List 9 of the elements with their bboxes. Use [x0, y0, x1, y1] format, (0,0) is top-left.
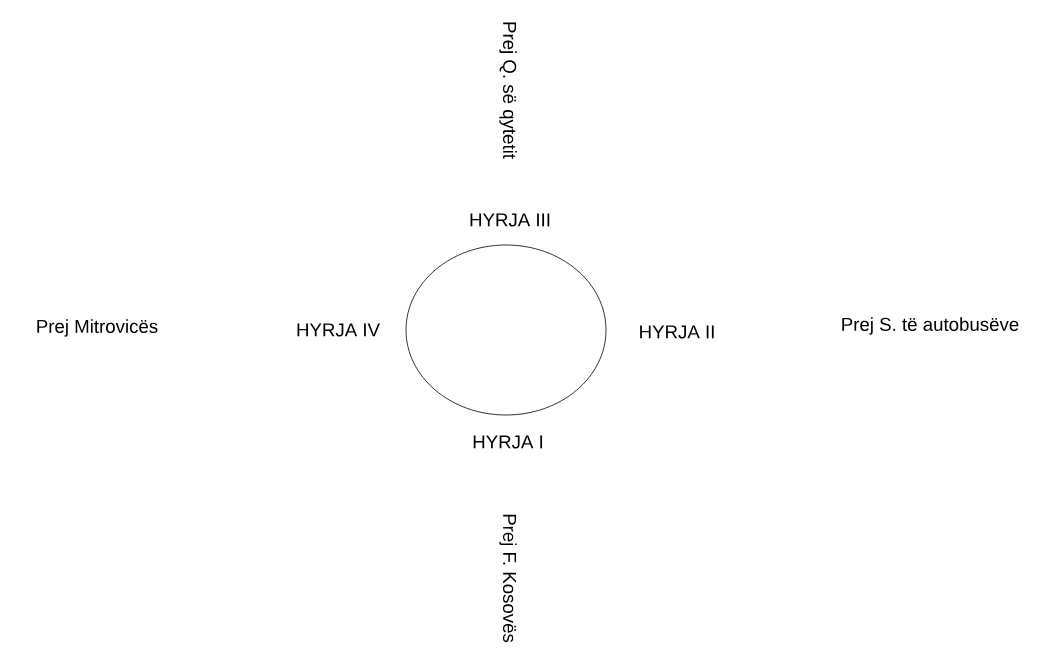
road-label: Prej Q. së qytetit [499, 22, 517, 159]
roundabout-circle [405, 244, 607, 416]
road-label: Prej Mitrovicës [37, 319, 158, 337]
entrance-label: HYRJA II [640, 325, 714, 339]
entrance-label: HYRJA III [470, 213, 550, 227]
entrance-label: HYRJA I [473, 435, 543, 449]
road-label: Prej F. Kosovës [499, 514, 517, 643]
entrance-label: HYRJA IV [297, 323, 380, 337]
road-label: Prej S. të autobusëve [842, 317, 1019, 335]
